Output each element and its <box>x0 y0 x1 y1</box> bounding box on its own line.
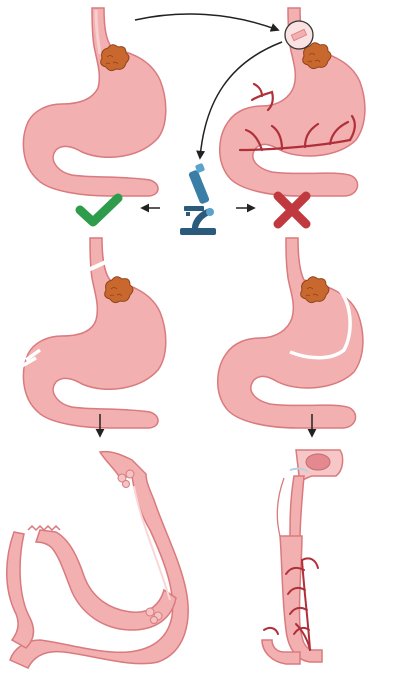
tongue <box>305 453 331 471</box>
stomach-shape <box>22 237 167 429</box>
jejunum-loop <box>34 529 177 631</box>
stomach-tumor-original <box>22 7 167 197</box>
staple-line <box>27 524 61 532</box>
anastomosis-knots <box>117 469 163 624</box>
stomach-total-tube <box>217 237 364 429</box>
gastric-tube-esophagus <box>261 449 344 665</box>
cut-line-distal <box>21 348 42 368</box>
stomach-margin-sampled <box>219 7 366 197</box>
gastroepiploic-vessels <box>263 557 319 651</box>
arrow-to-sampling <box>134 13 280 32</box>
jejunal-loop-reconstruction <box>6 450 189 669</box>
duodenum <box>261 639 301 665</box>
stomach-shape <box>217 237 364 429</box>
arrow-to-microscope <box>196 41 283 160</box>
down-arrows <box>95 414 317 438</box>
stomach-distal-resection <box>21 237 167 429</box>
gastric-tube <box>279 535 323 663</box>
flow-arrows <box>134 13 283 213</box>
check-icon <box>75 193 123 227</box>
x-icon <box>273 191 311 229</box>
jejunum-limb <box>9 450 189 669</box>
microscope-icon <box>180 163 216 235</box>
gastric-vessels <box>238 82 356 152</box>
esophagus <box>289 475 305 541</box>
stomach-shape <box>22 7 167 197</box>
tube-cut-line <box>289 284 352 360</box>
cut-line-proximal <box>87 260 107 272</box>
